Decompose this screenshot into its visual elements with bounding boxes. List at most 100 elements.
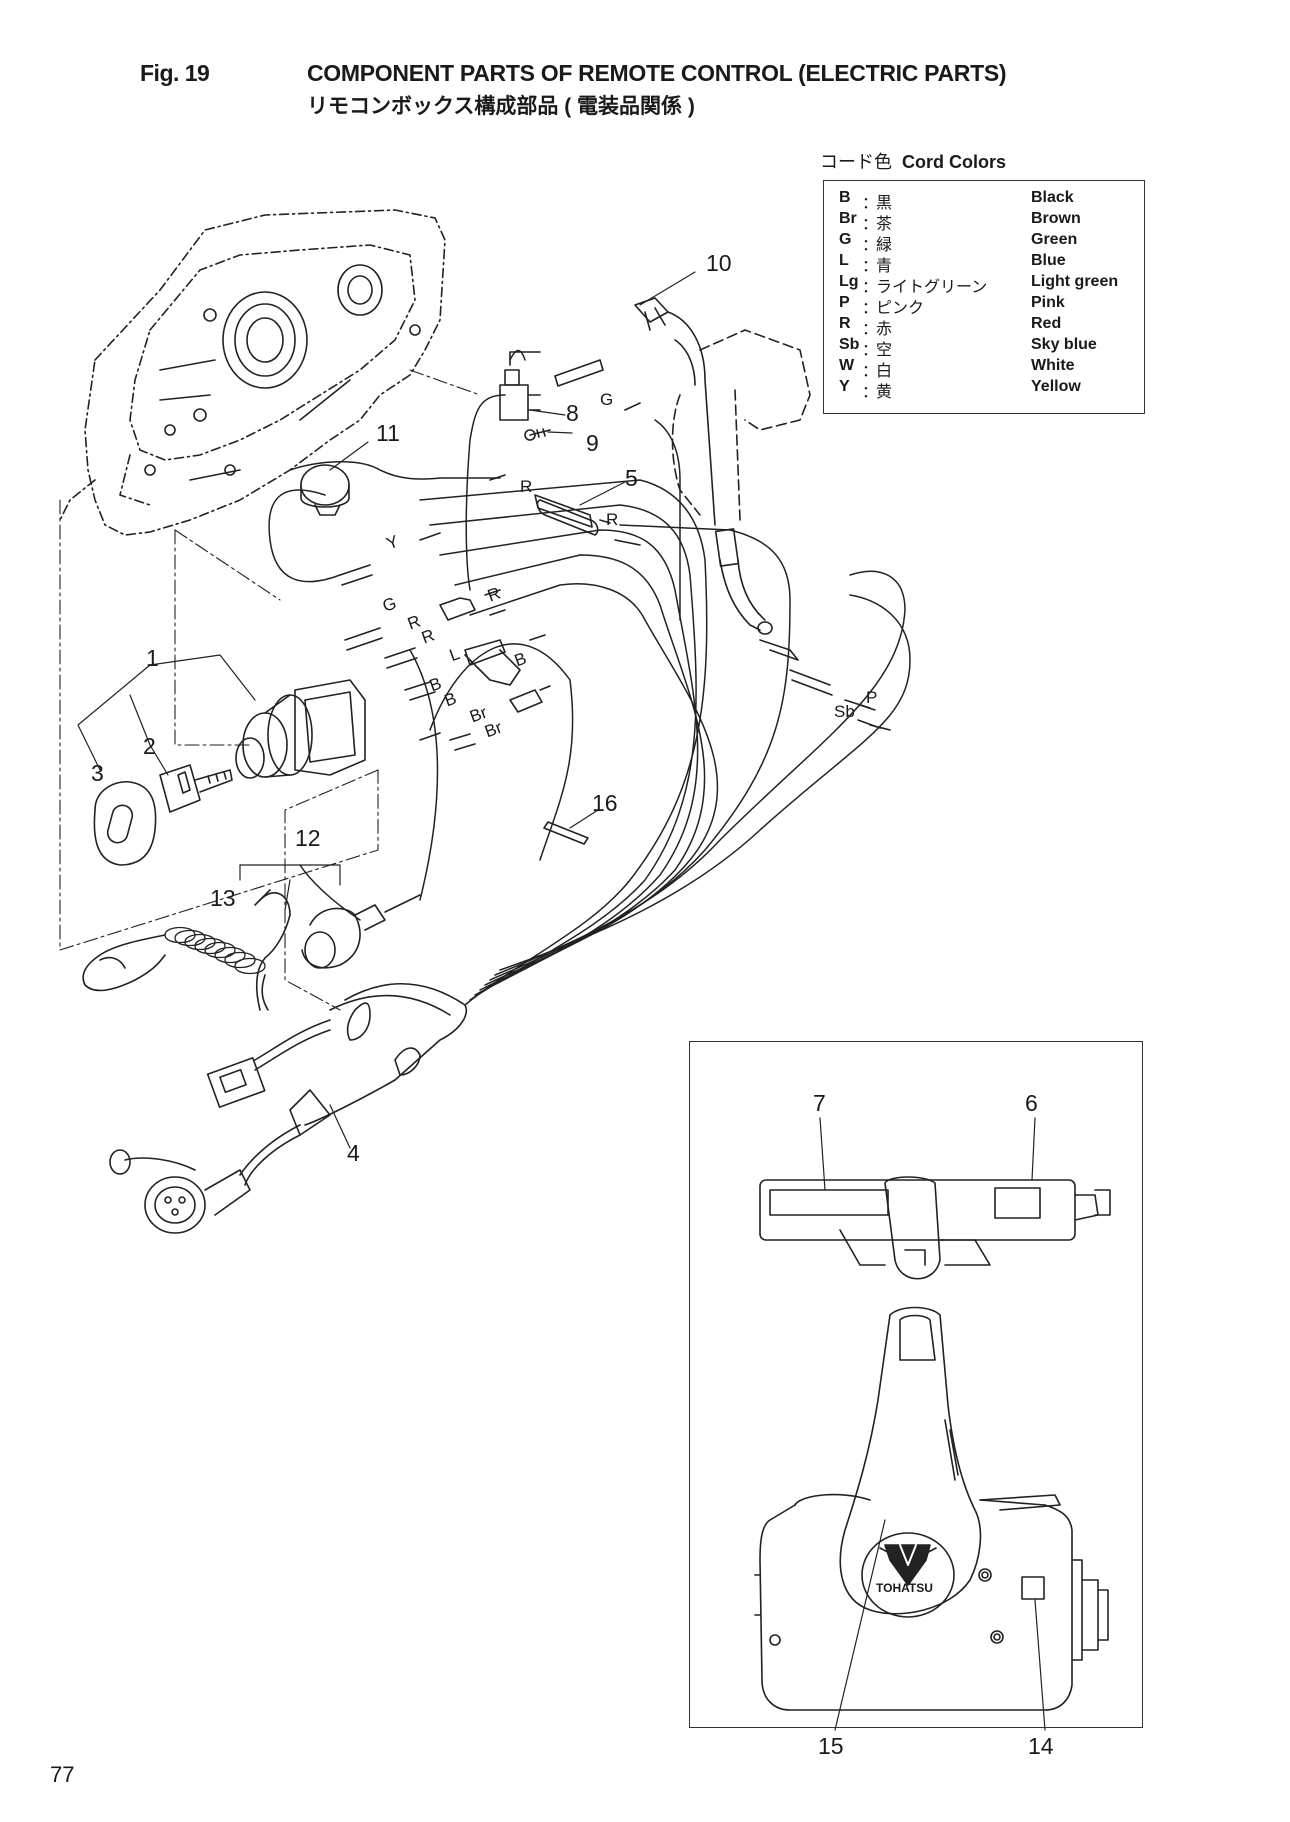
legend-row: R ：赤 Red	[824, 315, 1144, 338]
page-title: COMPONENT PARTS OF REMOTE CONTROL (ELECT…	[307, 60, 1007, 86]
legend-row: L ：青 Blue	[824, 252, 1144, 275]
legend-jp: ピンク	[876, 300, 925, 317]
legend-jp: 黄	[876, 384, 893, 401]
figure-number: Fig. 19	[140, 60, 210, 86]
legend-sep: ：	[862, 321, 879, 338]
key-cover	[93, 781, 157, 866]
legend-jp: 空	[876, 342, 893, 359]
legend-code: B	[839, 189, 851, 206]
cord-colors-heading-jp: コード色	[820, 152, 892, 172]
part-number-2: 2	[143, 733, 156, 759]
trim-lead	[714, 528, 773, 635]
cord-colors-heading-en: Cord Colors	[902, 152, 1007, 172]
part-number-7: 7	[813, 1090, 826, 1116]
legend-sep: ：	[862, 216, 879, 233]
cord-colors-heading: コード色 Cord Colors	[820, 148, 1006, 174]
main-switch	[235, 679, 366, 779]
legend-en: Red	[1031, 315, 1062, 332]
legend-jp: 白	[876, 363, 893, 380]
legend-sep: ：	[862, 279, 879, 296]
control-lever-ghost	[671, 329, 811, 521]
wire-label-sb: Sb	[834, 702, 855, 721]
wire-label-p: P	[866, 688, 878, 707]
stop-switch	[301, 894, 421, 969]
legend-sep: ：	[862, 195, 879, 212]
part-number-14: 14	[1028, 1733, 1054, 1759]
legend-sep: ：	[862, 237, 879, 254]
lanyard-cord	[82, 889, 291, 1011]
legend-en: Brown	[1031, 210, 1081, 227]
legend-sep: ：	[862, 342, 879, 359]
legend-jp: 赤	[876, 321, 893, 338]
round-connector	[109, 1124, 301, 1234]
legend-jp: 緑	[876, 237, 893, 254]
part-number-11: 11	[376, 420, 400, 446]
switch-screw	[524, 428, 551, 441]
housing-bosses	[144, 264, 421, 481]
wire-label-g: G	[600, 390, 614, 409]
legend-sep: ：	[862, 300, 879, 317]
legend-sep: ：	[862, 363, 879, 380]
legend-en: Yellow	[1031, 378, 1081, 395]
legend-code: G	[839, 231, 852, 248]
page-number: 77	[50, 1762, 75, 1787]
part-number-6: 6	[1025, 1090, 1038, 1116]
tohatsu-logo-text: TOHATSU	[876, 1581, 933, 1595]
projection-lines	[59, 369, 481, 1011]
part-number-15: 15	[818, 1733, 844, 1759]
legend-code: Y	[839, 378, 850, 395]
legend-code: Br	[839, 210, 857, 227]
part-number-5: 5	[625, 465, 638, 491]
legend-en: Light green	[1031, 273, 1119, 290]
legend-en: Green	[1031, 231, 1078, 248]
legend-en: Black	[1031, 189, 1074, 206]
legend-en: White	[1031, 357, 1075, 374]
ignition-key	[159, 764, 233, 813]
part-number-10: 10	[706, 250, 732, 276]
neutral-switch	[499, 351, 541, 421]
part-number-12: 12	[295, 825, 321, 851]
wire-label-r: R	[520, 477, 533, 496]
legend-code: W	[839, 357, 855, 374]
part-leaders	[329, 271, 1046, 1731]
legend-row: Br ：茶 Brown	[824, 210, 1144, 233]
legend-en: Pink	[1031, 294, 1065, 311]
part-number-13: 13	[210, 885, 236, 911]
part-number-3: 3	[91, 760, 104, 786]
legend-row: W ：白 White	[824, 357, 1144, 380]
legend-code: Lg	[839, 273, 859, 290]
legend-row: B ：黒 Black	[824, 189, 1144, 212]
legend-sep: ：	[862, 258, 879, 275]
inset-side-view	[754, 1306, 1109, 1711]
harness-connector	[206, 1019, 331, 1108]
legend-en: Blue	[1031, 252, 1066, 269]
bullet-connectors	[339, 359, 891, 751]
wiring-harness	[268, 349, 911, 1006]
legend-sep: ：	[862, 384, 879, 401]
cable-tie	[543, 821, 589, 845]
part-number-1: 1	[146, 645, 159, 671]
legend-jp: 黒	[876, 195, 893, 212]
part-number-9: 9	[586, 430, 599, 456]
legend-row: Y ：黄 Yellow	[824, 378, 1144, 401]
legend-jp: 青	[876, 258, 893, 275]
buzzer	[300, 464, 350, 516]
legend-jp: 茶	[876, 216, 893, 233]
callout-brackets	[77, 654, 341, 911]
inset-top-view	[759, 1176, 1111, 1280]
legend-row: Lg：ライトグリーン Light green	[824, 273, 1144, 296]
part-number-16: 16	[592, 790, 618, 816]
legend-jp: ライトグリーン	[876, 279, 988, 296]
protective-tube	[536, 499, 599, 536]
legend-en: Sky blue	[1031, 336, 1097, 353]
legend-code: R	[839, 315, 851, 332]
part-number-4: 4	[347, 1140, 360, 1166]
remote-control-housing	[59, 209, 446, 536]
wire-label-r: R	[606, 510, 619, 529]
legend-code: L	[839, 252, 849, 269]
page-title-japanese: リモコンボックス構成部品 ( 電装品関係 )	[307, 95, 695, 118]
